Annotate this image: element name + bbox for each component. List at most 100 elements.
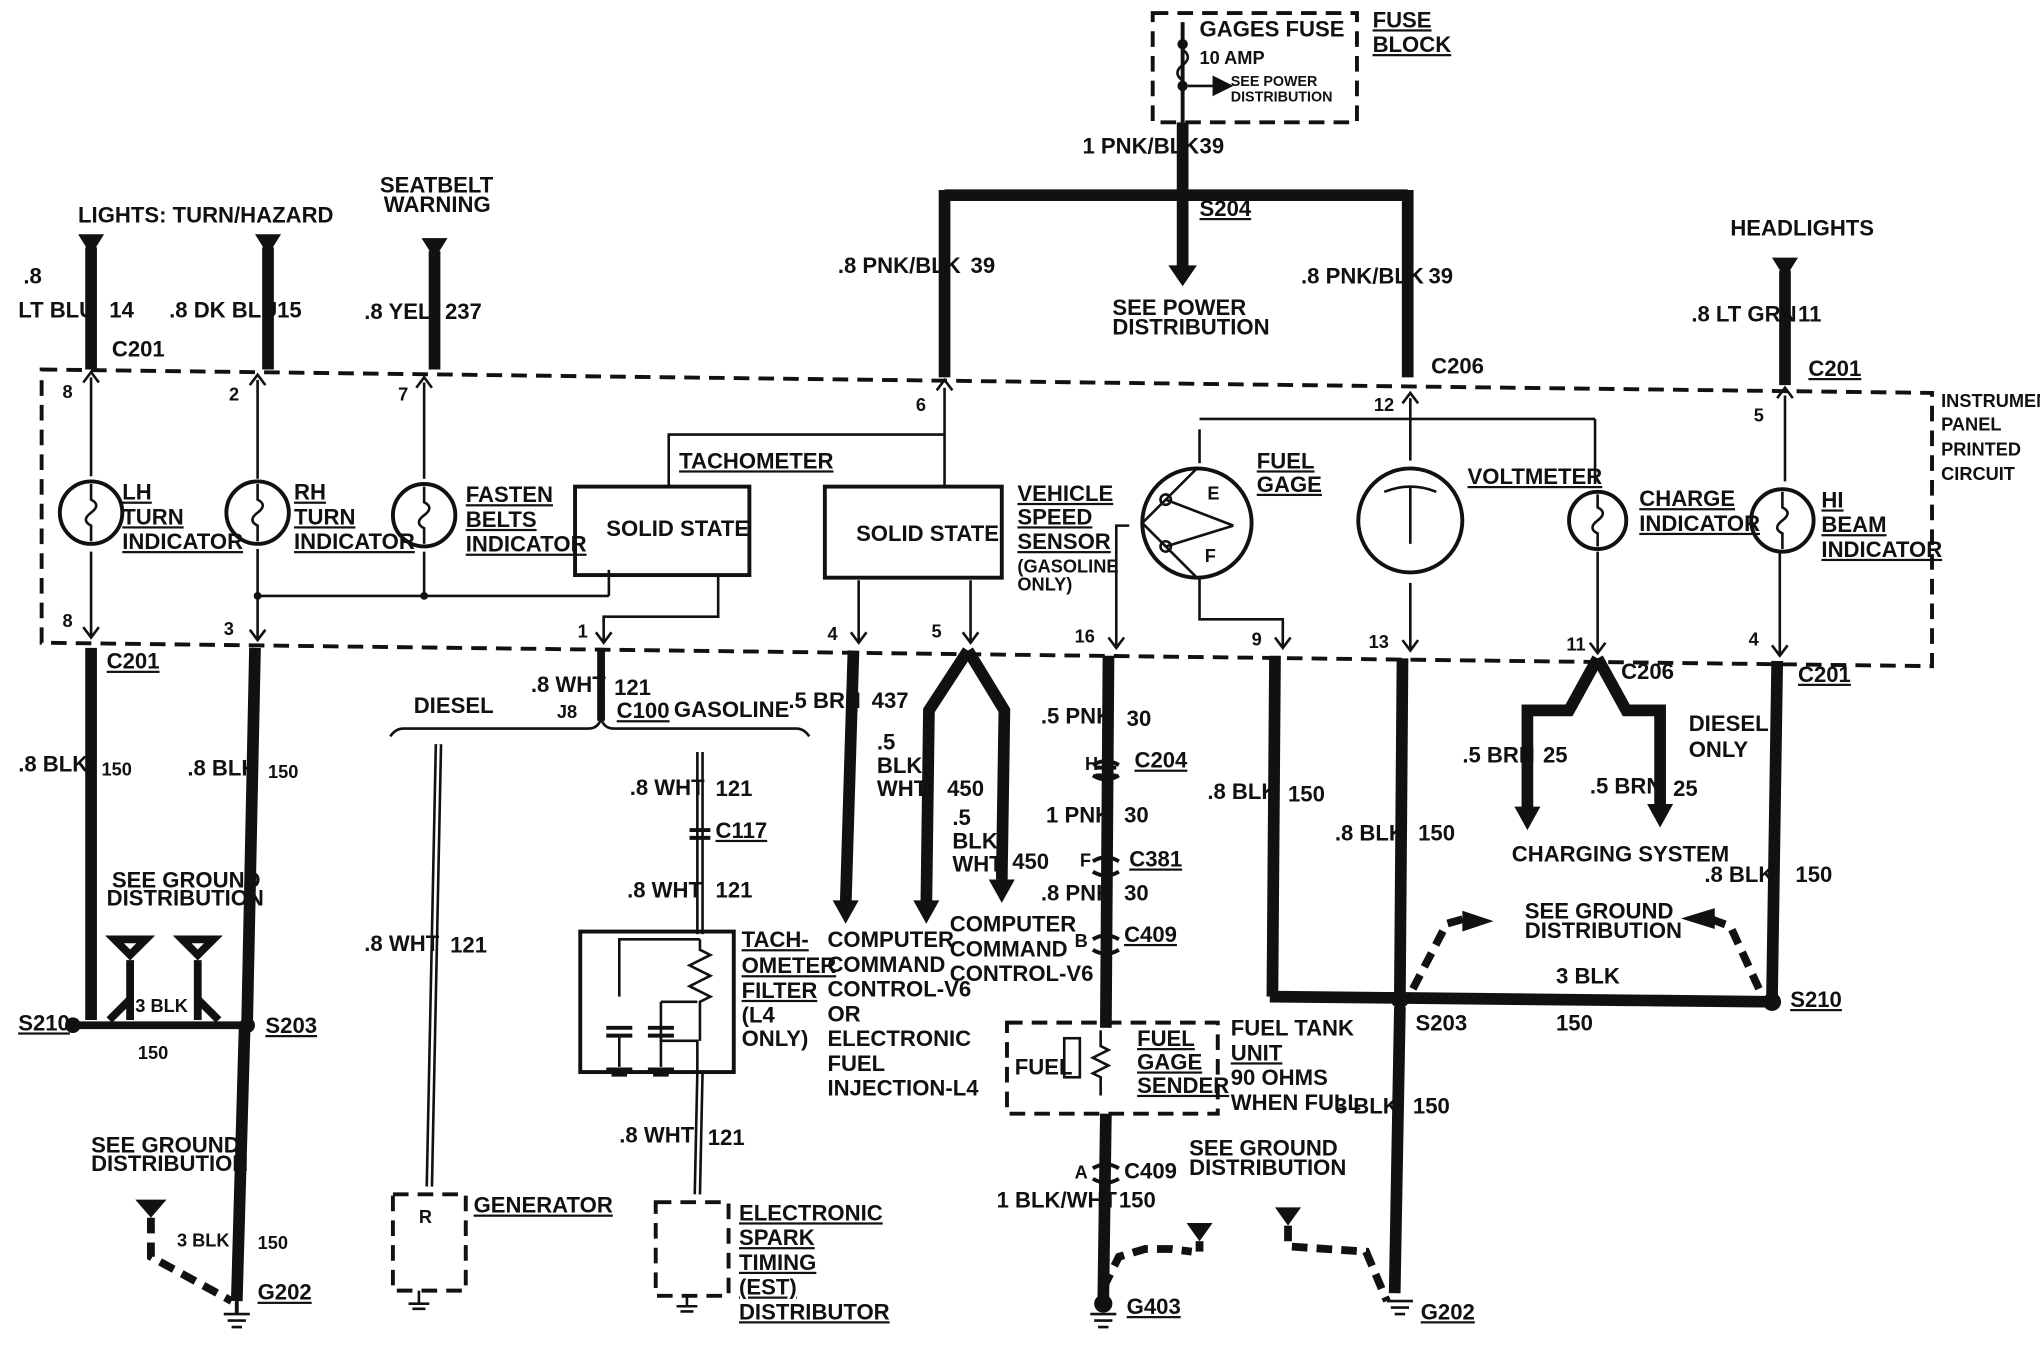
connector-c381: C381 [1129, 847, 1182, 872]
fuel-gage-label-2: GAGE [1257, 472, 1322, 497]
rb-3blk-b: 3 BLK [1335, 1094, 1399, 1119]
connector-c409-bottom: C409 [1124, 1159, 1177, 1184]
fuel-tank-unit: FUEL FUEL GAGE SENDER FUEL TANK UNIT 90 … [1005, 1016, 1361, 1116]
bulb-icon [224, 479, 291, 546]
bw-color-2: WHT [877, 776, 928, 801]
fasten-belts-indicator: FASTEN BELTS INDICATOR [390, 482, 587, 557]
fuel-label: FUEL [1015, 1055, 1073, 1080]
pin-6: 6 [916, 395, 926, 415]
ll-blk-circuit-2: 150 [268, 762, 298, 782]
unit-label-3: 90 OHMS [1231, 1065, 1328, 1090]
connector-c100: C100 [617, 698, 670, 723]
pin-5: 5 [1754, 406, 1764, 426]
bw2-color-2: WHT [952, 852, 1003, 877]
connector-c204: C204 [1134, 748, 1188, 773]
rb-blk-wire: .8 BLK [1207, 779, 1277, 804]
connector-j8: J8 [557, 702, 577, 722]
yel-circuit: 237 [445, 299, 482, 324]
filter-label-3: FILTER [742, 978, 818, 1003]
connector-c201-top-right: C201 [1808, 356, 1861, 381]
grn-wire: .8 LT GRN [1691, 301, 1796, 326]
pin-1: 1 [578, 622, 588, 642]
charge-label: CHARGE [1639, 486, 1735, 511]
rb-brn-wire-2: .5 BRN [1590, 774, 1662, 799]
unit-label: FUEL TANK [1231, 1016, 1354, 1041]
tach-branch: .8 WHT 121 J8 C100 DIESEL GASOLINE .8 WH… [364, 647, 811, 1195]
fb-label-2: BELTS [466, 507, 537, 532]
unit-label-4: WHEN FULL [1231, 1090, 1361, 1115]
right-branch: C206 C201 .8 BLK 150 .8 BLK 150 .5 BRN 2… [1207, 655, 1851, 1324]
pin-h: H [1085, 754, 1098, 774]
filter-label: TACH- [742, 927, 809, 952]
bulb-icon [57, 479, 125, 546]
tach-wht-wire: .8 WHT [531, 672, 606, 697]
seatbelt-title: SEATBELT [380, 173, 494, 198]
bw-circuit: 450 [947, 776, 984, 801]
ll-3blk-circuit: 150 [138, 1043, 168, 1063]
pnk8-circuit: 30 [1124, 880, 1149, 905]
ground-icon [676, 1295, 698, 1313]
fb-label-3: INDICATOR [466, 532, 587, 557]
tach-wht-circuit-2: 121 [716, 776, 753, 801]
diesel-wht-circuit: 121 [450, 932, 487, 957]
ccc-label-2: COMMAND [827, 952, 945, 977]
lh-turn-indicator: LH TURN INDICATOR [57, 479, 243, 554]
fuse-name: GAGES FUSE [1200, 16, 1345, 41]
charge-indicator: CHARGE INDICATOR [1567, 486, 1760, 552]
pnk5-circuit: 30 [1127, 706, 1152, 731]
connector-c206-bottom: C206 [1621, 659, 1674, 684]
lh-label: LH [122, 480, 151, 505]
lights-title: LIGHTS: TURN/HAZARD [78, 202, 333, 227]
filter-label-5: ONLY) [742, 1026, 809, 1051]
bw2-size: .5 [952, 805, 970, 830]
diesel-label: DIESEL [414, 693, 494, 718]
tach-wht-wire-3: .8 WHT [627, 878, 702, 903]
ccc-label-5: ELECTRONIC [827, 1026, 971, 1051]
vss-solid-state: SOLID STATE [856, 521, 999, 546]
feed-left-wire: .8 PNK/BLK [838, 253, 961, 278]
pin-3: 3 [224, 619, 234, 639]
ccc-label-4: OR [827, 1001, 860, 1026]
pin-5-bottom: 5 [932, 622, 942, 642]
ll-3blk: 3 BLK [135, 996, 188, 1016]
meter-icon [1356, 466, 1465, 575]
ccc2-label-3: CONTROL-V6 [950, 961, 1094, 986]
ground-icon [408, 1290, 430, 1311]
pnk1-wire: 1 PNK [1046, 802, 1111, 827]
rh-label: RH [294, 480, 326, 505]
sender-label-2: GAGE [1137, 1049, 1202, 1074]
brn-wire: .5 BRN [788, 688, 860, 713]
connector-c206-top: C206 [1431, 353, 1484, 378]
ccc2-label-2: COMMAND [950, 936, 1068, 961]
tach-wht-circuit-4: 121 [708, 1125, 745, 1150]
ll-blk-circuit: 150 [101, 759, 131, 779]
splice-s210-right: S210 [1790, 987, 1842, 1012]
rb-blk-wire-2: .8 BLK [1335, 820, 1405, 845]
fuse-see-note: SEE POWER [1231, 74, 1318, 90]
ground-icon [1090, 1312, 1117, 1329]
tach-wht-wire-2: .8 WHT [630, 775, 705, 800]
hi-beam-indicator: HI BEAM INDICATOR [1749, 487, 1942, 562]
splice-s210-left: S210 [18, 1010, 70, 1035]
vss-label: VEHICLE [1017, 481, 1113, 506]
gauge-f: F [1205, 546, 1216, 566]
vehicle-speed-sensor: SOLID STATE VEHICLE SPEED SENSOR (GASOLI… [822, 481, 1119, 595]
ll-3blk-b: 3 BLK [177, 1230, 230, 1250]
bulb-icon [390, 482, 458, 549]
hi-label-3: INDICATOR [1821, 537, 1942, 562]
rb-blk-wire-3: .8 BLK [1704, 862, 1774, 887]
rh-turn-indicator: RH TURN INDICATOR [224, 479, 415, 554]
ccc-label-7: INJECTION-L4 [827, 1075, 979, 1100]
est-label-3: TIMING [739, 1250, 816, 1275]
pnk8-wire: .8 PNK [1041, 880, 1112, 905]
est-label-5: DISTRIBUTOR [739, 1299, 890, 1324]
pin-8-bottom: 8 [62, 611, 72, 631]
pnk5-wire: .5 PNK [1041, 703, 1112, 728]
fb-label: FASTEN [466, 482, 553, 507]
power-feed: 1 PNK/BLK 39 S204 .8 PNK/BLK 39 .8 PNK/B… [838, 122, 1453, 378]
panel-label-4: CIRCUIT [1941, 464, 2015, 484]
lh-label-3: INDICATOR [122, 529, 243, 554]
fuel-ground-note-2: DISTRIBUTION [1189, 1155, 1346, 1180]
